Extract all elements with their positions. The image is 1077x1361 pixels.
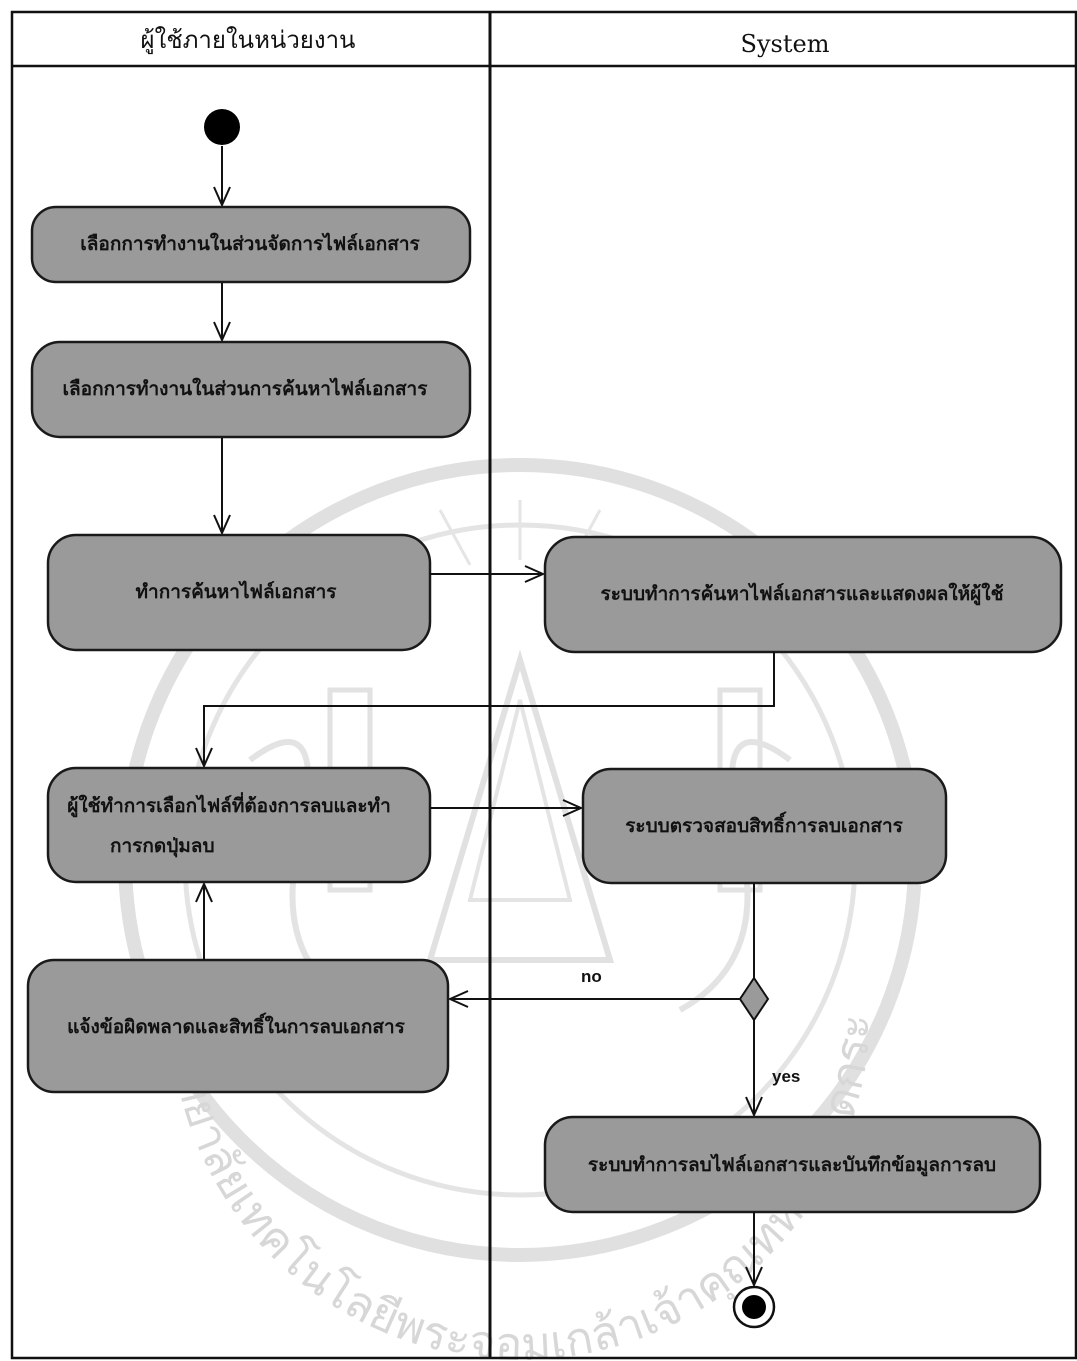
svg-text:ทำการค้นหาไฟล์เอกสาร: ทำการค้นหาไฟล์เอกสาร xyxy=(136,580,338,603)
svg-text:ระบบทำการค้นหาไฟล์เอกสารและแสด: ระบบทำการค้นหาไฟล์เอกสารและแสดงผลให้ผู้ใ… xyxy=(601,582,1004,606)
control-flows xyxy=(204,146,775,1285)
guard-yes: yes xyxy=(772,1067,800,1086)
svg-text:เลือกการทำงานในส่วนจัดการไฟล์เ: เลือกการทำงานในส่วนจัดการไฟล์เอกสาร xyxy=(80,232,420,255)
lane-title-user: ผู้ใช้ภายในหน่วยงาน xyxy=(141,26,356,55)
activity-system-check-permission: ระบบตรวจสอบสิทธิ์การลบเอกสาร xyxy=(581,767,948,885)
svg-text:การกดปุ่มลบ: การกดปุ่มลบ xyxy=(110,835,215,858)
svg-text:เลือกการทำงานในส่วนการค้นหาไฟล: เลือกการทำงานในส่วนการค้นหาไฟล์เอกสาร xyxy=(63,377,429,400)
final-node xyxy=(732,1285,776,1329)
decision-node xyxy=(738,976,770,1022)
swimlane-frame xyxy=(10,10,1077,1360)
svg-text:แจ้งข้อผิดพลาดและสิทธิ์ในการลบ: แจ้งข้อผิดพลาดและสิทธิ์ในการลบเอกสาร xyxy=(67,1012,406,1038)
activity-select-file-to-delete: ผู้ใช้ทำการเลือกไฟล์ที่ต้องการลบและทำ กา… xyxy=(46,766,432,884)
activity-notify-error: แจ้งข้อผิดพลาดและสิทธิ์ในการลบเอกสาร xyxy=(26,958,450,1094)
activity-select-file-search: เลือกการทำงานในส่วนการค้นหาไฟล์เอกสาร xyxy=(30,340,472,439)
activity-system-search-display: ระบบทำการค้นหาไฟล์เอกสารและแสดงผลให้ผู้ใ… xyxy=(543,535,1063,654)
svg-text:ระบบตรวจสอบสิทธิ์การลบเอกสาร: ระบบตรวจสอบสิทธิ์การลบเอกสาร xyxy=(625,811,903,837)
initial-node xyxy=(204,109,240,145)
svg-text:ผู้ใช้ทำการเลือกไฟล์ที่ต้องการ: ผู้ใช้ทำการเลือกไฟล์ที่ต้องการลบและทำ xyxy=(67,792,391,818)
activity-system-delete-and-log: ระบบทำการลบไฟล์เอกสารและบันทึกข้อมูลการล… xyxy=(543,1115,1042,1214)
guard-no: no xyxy=(581,967,602,986)
activity-search-file: ทำการค้นหาไฟล์เอกสาร xyxy=(46,533,432,652)
activity-select-file-management: เลือกการทำงานในส่วนจัดการไฟล์เอกสาร xyxy=(30,205,472,284)
svg-text:ระบบทำการลบไฟล์เอกสารและบันทึก: ระบบทำการลบไฟล์เอกสารและบันทึกข้อมูลการล… xyxy=(588,1153,996,1177)
lane-title-system: System xyxy=(741,30,830,58)
